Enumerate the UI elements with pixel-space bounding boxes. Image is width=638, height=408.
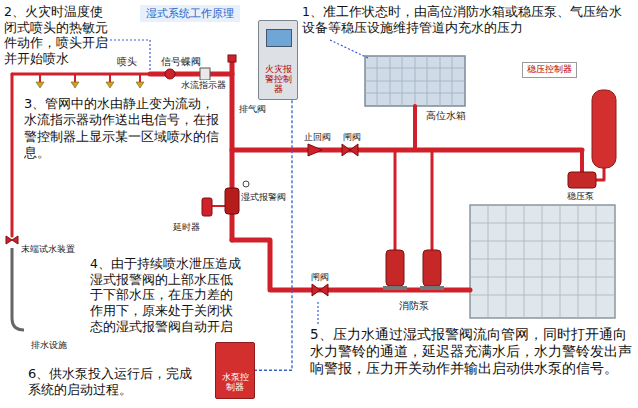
valves [200, 68, 210, 80]
drain [12, 248, 24, 330]
component-label: 闸阀 [342, 132, 362, 143]
pipe-network [413, 106, 417, 150]
callout-note: 3、管网中的水由静止变为流动，水流指示器动作送出电信号，在报警控制器上显示某一区… [24, 96, 224, 161]
leader-lines [330, 40, 368, 58]
valves [6, 236, 18, 244]
pressure-tank [568, 90, 616, 188]
pipe-network [12, 73, 150, 76]
sprinkler-heads [71, 82, 79, 88]
component-label: 排气阀 [238, 104, 267, 115]
callout-note: 6、供水泵投入运行后，完成系统的启动过程。 [28, 366, 200, 399]
pipe-network [74, 74, 76, 82]
alarm-controller: 火灾报警控制器 [258, 20, 298, 100]
sprinkler-heads [136, 82, 144, 88]
pipe-network [232, 240, 470, 290]
valves [228, 55, 236, 62]
sprinkler-heads [36, 82, 44, 88]
pipe-network [11, 74, 14, 236]
callout-note: 1、准工作状态时，由高位消防水箱或稳压泵、气压给水设备等稳压设施维持管道内充水的… [302, 4, 632, 35]
pipe-network [580, 150, 584, 172]
component-label: 闸阀 [310, 272, 330, 283]
fire-pumps [386, 250, 404, 286]
water-tank-high [365, 56, 465, 106]
pipe-network [12, 62, 604, 290]
valves [165, 69, 175, 79]
pipe-network [39, 74, 41, 82]
water-tank-pool [470, 205, 615, 318]
valves [243, 181, 249, 187]
diagram-title: 湿式系统工作原理 [140, 5, 240, 22]
node-label: 稳压控制器 [527, 65, 572, 75]
sprinkler-heads [106, 82, 114, 88]
valves [342, 144, 358, 156]
node-label: 水泵控制器 [218, 373, 252, 393]
callout-note: 2、火灾时温度使闭式喷头的热敏元件动作，喷头开启并开始喷水 [4, 4, 108, 67]
signal-wire [255, 100, 292, 370]
callout-note: 5、压力水通过湿式报警阀流向管网，同时打开通向水力警铃的通道，延迟器充满水后，水… [310, 326, 632, 377]
callout-note: 4、由于持续喷水泄压造成湿式报警阀的上部水压低于下部水压，在压力差的作用下，原来… [90, 256, 242, 334]
fire-pumps [383, 250, 444, 290]
sprinkler-heads [36, 82, 144, 88]
node-label: 火灾报警控制器 [261, 65, 295, 94]
component-label: 水流指示器 [180, 80, 227, 91]
water-tank-pool [470, 205, 615, 318]
pressure-tank [592, 90, 616, 168]
component-label: 消防泵 [398, 300, 430, 311]
pipe-network [150, 72, 232, 77]
drain [12, 248, 24, 330]
water-tank-pool [470, 205, 615, 318]
controller-screen [266, 29, 292, 47]
pipe-network [109, 74, 111, 82]
component-label: 止回阀 [303, 132, 332, 143]
pipe-network [139, 74, 141, 82]
component-label: 信号蝶阀 [160, 56, 202, 67]
water-tank-high [365, 56, 465, 106]
component-label: 喷头 [116, 56, 138, 67]
valves [312, 284, 328, 296]
component-label: 延时器 [172, 222, 201, 233]
component-label: 末端试水装置 [20, 244, 76, 255]
pump-controller: 水泵控制器 [215, 342, 255, 399]
valves [202, 198, 212, 216]
component-label: 高位水箱 [425, 110, 467, 121]
pressure-controller: 稳压控制器 [522, 62, 577, 78]
leader-lines [106, 40, 150, 70]
component-label: 稳压泵 [566, 191, 595, 202]
fire-pumps [383, 286, 407, 290]
component-label: 排水设施 [30, 340, 68, 351]
pipe-network [596, 168, 604, 180]
valves [225, 188, 239, 214]
fire-pumps [420, 286, 444, 290]
component-label: 湿式报警阀 [240, 192, 287, 203]
pressure-tank [568, 172, 596, 188]
pipe-network [232, 148, 582, 153]
water-tank-high [365, 56, 465, 106]
fire-pumps [423, 250, 441, 286]
leader-lines [317, 300, 318, 324]
valves [308, 144, 322, 156]
